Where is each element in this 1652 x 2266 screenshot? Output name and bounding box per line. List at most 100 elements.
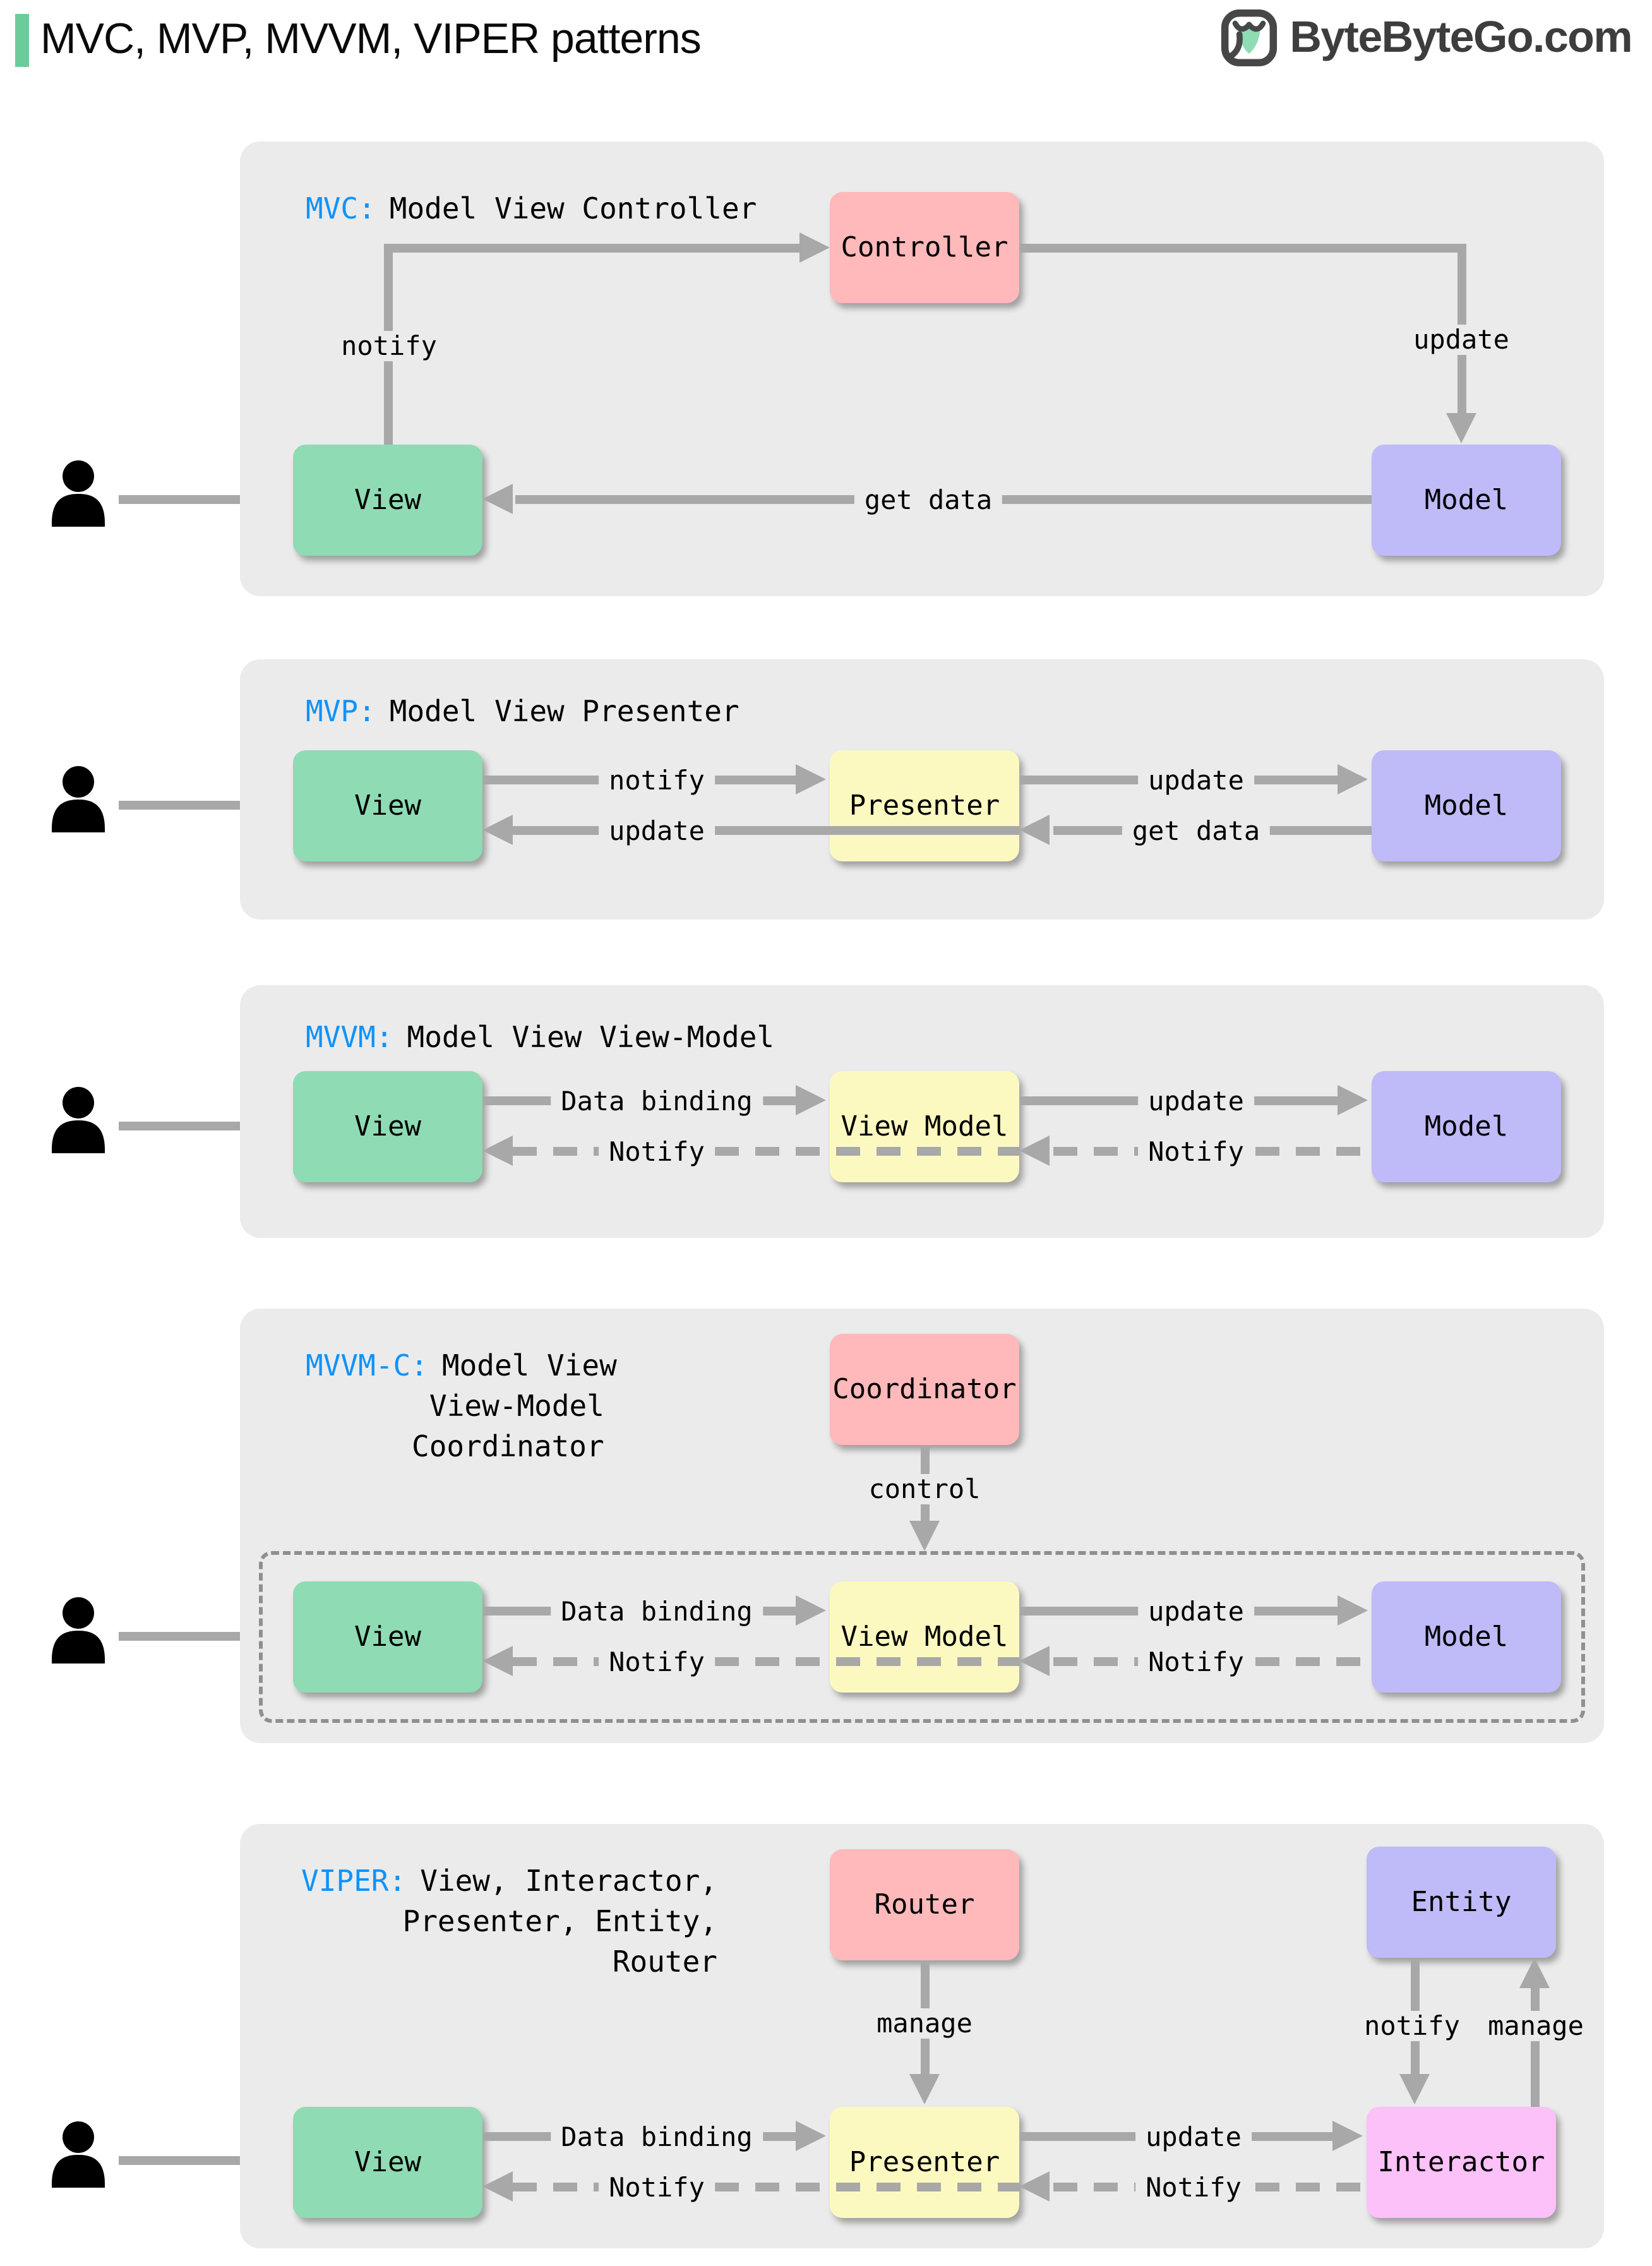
user-icon	[52, 1597, 105, 1664]
view-box: View	[293, 445, 482, 556]
panel-mvp-title-name: Model View Presenter	[389, 696, 739, 729]
user-icon	[52, 766, 105, 832]
controller-box: Controller	[830, 192, 1019, 303]
panel-viper-title: VIPER: View, Interactor, Presenter, Entit…	[278, 1862, 717, 1983]
model-box: Model	[1372, 1071, 1561, 1182]
user-icon	[52, 2121, 105, 2188]
panel-viper-title-line2: Presenter, Entity,	[402, 1906, 718, 1939]
user-to-view-arrow-line	[119, 2156, 263, 2165]
panel-mvc-title-prefix: MVC:	[306, 193, 376, 226]
arrowhead-left	[1019, 2171, 1050, 2202]
coordinator-box: Coordinator	[830, 1334, 1019, 1445]
arrowhead-up	[1519, 1958, 1550, 1988]
panel-mvvm-c-title-line3: Coordinator	[412, 1431, 604, 1464]
presenter-box: Presenter	[830, 2107, 1019, 2218]
presenter-box: Presenter	[830, 750, 1019, 861]
arrowhead-left	[482, 815, 513, 845]
mvvm-notify-view-label: Notify	[599, 1137, 715, 1167]
panel-mvvm-title: MVVM: Model View View-Model	[306, 1018, 774, 1058]
mvvm-notify-view-arrow-line	[513, 1147, 1019, 1156]
bytebytego-logo: ByteByteGo.com	[1220, 9, 1633, 67]
panel-mvvm-title-prefix: MVVM:	[306, 1022, 393, 1055]
user-icon	[52, 1087, 105, 1153]
panel-mvvm-c-title: MVVM-C: Model View	[306, 1346, 617, 1387]
arrowhead-down	[1446, 413, 1476, 443]
arrowhead-left	[482, 484, 513, 514]
arrowhead-left	[482, 1136, 513, 1166]
arrowhead-right	[796, 1595, 826, 1626]
mvvm-data-binding-label: Data binding	[551, 1086, 763, 1117]
view-box: View	[293, 1581, 482, 1693]
arrowhead-right	[1338, 1595, 1368, 1626]
mvp-update-model-label: update	[1138, 765, 1254, 796]
mvvm-c-data-binding-label: Data binding	[551, 1597, 763, 1627]
mvvm-c-notify-view-label: Notify	[599, 1647, 715, 1677]
entity-box: Entity	[1367, 1847, 1556, 1958]
user-to-view-arrow-line	[119, 495, 263, 504]
arrowhead-left	[482, 2171, 513, 2202]
router-box: Router	[830, 1849, 1019, 1960]
view-box: View	[293, 750, 482, 861]
interactor-box: Interactor	[1367, 2107, 1556, 2218]
panel-viper-title-name: View, Interactor,	[420, 1866, 717, 1898]
arrowhead-down	[1399, 2074, 1430, 2104]
view-model-box: View Model	[830, 1581, 1019, 1693]
view-box: View	[293, 2107, 482, 2218]
mvc-notify-label: notify	[331, 331, 447, 361]
arrowhead-left	[482, 1646, 513, 1676]
user-to-view-arrow-line	[119, 801, 263, 810]
mvvm-c-update-label: update	[1138, 1597, 1254, 1627]
bytebytego-logo-text: ByteByteGo.com	[1290, 13, 1632, 62]
model-box: Model	[1372, 445, 1561, 556]
view-box: View	[293, 1071, 482, 1182]
model-box: Model	[1372, 750, 1561, 861]
panel-mvvm-c-title-line2: View-Model	[429, 1391, 604, 1424]
viper-manage-entity-label: manage	[1478, 2011, 1594, 2041]
panel-mvvm-c: MVVM-C: Model View View-Model Coordinator…	[240, 1309, 1604, 1743]
arrowhead-right	[799, 232, 830, 263]
arrowhead-right	[796, 1085, 826, 1115]
arrowhead-left	[1019, 815, 1050, 845]
arrowhead-right	[1338, 764, 1368, 794]
panel-mvvm-title-name: Model View View-Model	[407, 1022, 775, 1055]
title-accent-bar	[15, 14, 29, 67]
viper-manage-entity-arrow-line	[1531, 1988, 1540, 2107]
model-box: Model	[1372, 1581, 1561, 1693]
mvvm-update-label: update	[1138, 1086, 1254, 1117]
mvc-update-arrow-line	[1019, 244, 1466, 253]
panel-mvc: MVC: Model View Controller Controller Vie…	[240, 141, 1604, 596]
viper-notify-view-arrow-line	[513, 2183, 1019, 2191]
viper-notify-presenter-label: Notify	[1135, 2173, 1252, 2203]
panel-viper: VIPER: View, Interactor, Presenter, Entit…	[240, 1824, 1604, 2248]
panel-mvp-title: MVP: Model View Presenter	[306, 692, 739, 733]
arrowhead-right	[796, 2121, 826, 2151]
mvp-update-view-arrow-line	[513, 826, 1019, 835]
mvp-get-data-label: get data	[1122, 816, 1271, 846]
user-to-view-arrow-line	[119, 1632, 263, 1641]
panel-mvp-title-prefix: MVP:	[306, 696, 376, 729]
view-model-box: View Model	[830, 1071, 1019, 1182]
panel-mvvm-c-title-prefix: MVVM-C:	[306, 1350, 428, 1383]
viper-manage-router-label: manage	[866, 2008, 983, 2039]
mvc-update-label: update	[1403, 325, 1519, 355]
viper-update-label: update	[1135, 2122, 1252, 2152]
viper-data-binding-label: Data binding	[551, 2122, 763, 2152]
user-to-view-arrow-line	[119, 1122, 263, 1130]
arrowhead-down	[909, 1521, 940, 1551]
panel-mvvm-c-title-name: Model View	[441, 1350, 617, 1383]
arrowhead-left	[1019, 1136, 1050, 1166]
panel-viper-title-line3: Router	[612, 1946, 717, 1979]
panel-viper-title-prefix: VIPER:	[301, 1866, 407, 1898]
panel-mvvm: MVVM: Model View View-Model View View Mod…	[240, 985, 1604, 1238]
panel-mvc-title: MVC: Model View Controller	[306, 189, 757, 230]
mvp-notify-label: notify	[599, 765, 715, 796]
panel-mvp: MVP:Model View Presenter View Presenter …	[240, 659, 1604, 920]
panel-mvc-title-name: Model View Controller	[389, 193, 757, 226]
mvvm-c-notify-view-model-label: Notify	[1138, 1647, 1254, 1677]
page-title: MVC, MVP, MVVM, VIPER patterns	[40, 15, 702, 63]
arrowhead-down	[909, 2074, 940, 2104]
mvc-get-data-label: get data	[854, 485, 1003, 515]
user-icon	[52, 460, 105, 527]
mvc-notify-arrow-line	[384, 244, 799, 253]
